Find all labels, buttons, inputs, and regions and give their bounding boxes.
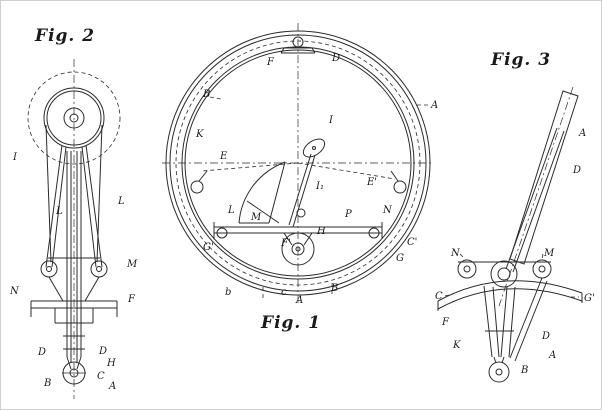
fig3-label-d-low: D xyxy=(541,331,550,342)
fig1-label-g: G xyxy=(396,253,404,264)
fig1-label-b-bottom: B xyxy=(330,283,338,294)
fig3-labels: Fig. 3 A D N M C G' F K D A B xyxy=(435,50,595,376)
fig2-label-f: F xyxy=(127,294,136,305)
fig1-label-g2: G' xyxy=(203,242,214,253)
fig3-label-c: C xyxy=(435,291,443,302)
fig2-label-a: A xyxy=(108,381,116,392)
fig1-label-i1: I₁ xyxy=(315,181,324,192)
fig1-label-e: E xyxy=(219,151,228,162)
fig1-label-b-top: B xyxy=(202,89,210,100)
fig3-label-m: M xyxy=(543,248,555,259)
fig3-label-a-low: A xyxy=(548,350,556,361)
fig2-label-c: C xyxy=(97,371,105,382)
fig1-label-a-right: A xyxy=(430,100,438,111)
fig2-label-l2: L xyxy=(117,196,125,207)
fig2-label-b: B xyxy=(43,378,51,389)
fig2-label-d2: D xyxy=(98,346,107,357)
fig1-label-m: M xyxy=(250,212,262,223)
fig3-label-d-top: D xyxy=(572,165,581,176)
fig1-label-c-small: c xyxy=(281,287,287,298)
fig2-drawing xyxy=(27,59,121,399)
fig3-title: Fig. 3 xyxy=(490,50,551,70)
fig1-label-f2: F' xyxy=(280,238,291,249)
fig1-title: Fig. 1 xyxy=(260,313,321,333)
fig1-label-p: P xyxy=(344,209,352,220)
fig2-label-i: I xyxy=(12,152,18,163)
fig3-label-g2: G' xyxy=(584,293,595,304)
fig1-label-l: L xyxy=(227,205,235,216)
fig1-label-h: H xyxy=(316,226,326,237)
fig2-labels: Fig. 2 I L L M N F D D H B C A xyxy=(9,26,138,392)
fig1-label-k: K xyxy=(195,129,204,140)
fig3-label-a-top: A xyxy=(578,128,586,139)
fig1-label-e2: E' xyxy=(366,177,377,188)
fig1-label-f: F xyxy=(266,57,275,68)
fig3-drawing xyxy=(437,86,583,383)
fig1-label-i: I xyxy=(328,115,334,126)
fig1-label-d: D xyxy=(331,53,340,64)
fig3-label-b: B xyxy=(520,365,528,376)
fig1-labels: F D B A K E E' I I₁ L N P M H F' G' C' G… xyxy=(195,53,438,333)
fig1-label-b-small: b xyxy=(225,287,231,298)
fig2-label-l1: L xyxy=(55,206,63,217)
fig3-label-k: K xyxy=(452,340,461,351)
fig3-label-f: F xyxy=(441,317,450,328)
fig1-label-a-bottom: A xyxy=(295,295,303,306)
fig1-label-c2: C' xyxy=(407,237,417,248)
fig2-title: Fig. 2 xyxy=(34,26,95,46)
fig1-drawing xyxy=(162,23,434,303)
fig2-label-h: H xyxy=(106,358,116,369)
fig2-label-m: M xyxy=(126,259,138,270)
fig2-label-n: N xyxy=(9,286,20,297)
fig2-label-d1: D xyxy=(37,347,46,358)
fig3-label-n: N xyxy=(450,248,461,259)
fig1-label-n: N xyxy=(382,205,393,216)
